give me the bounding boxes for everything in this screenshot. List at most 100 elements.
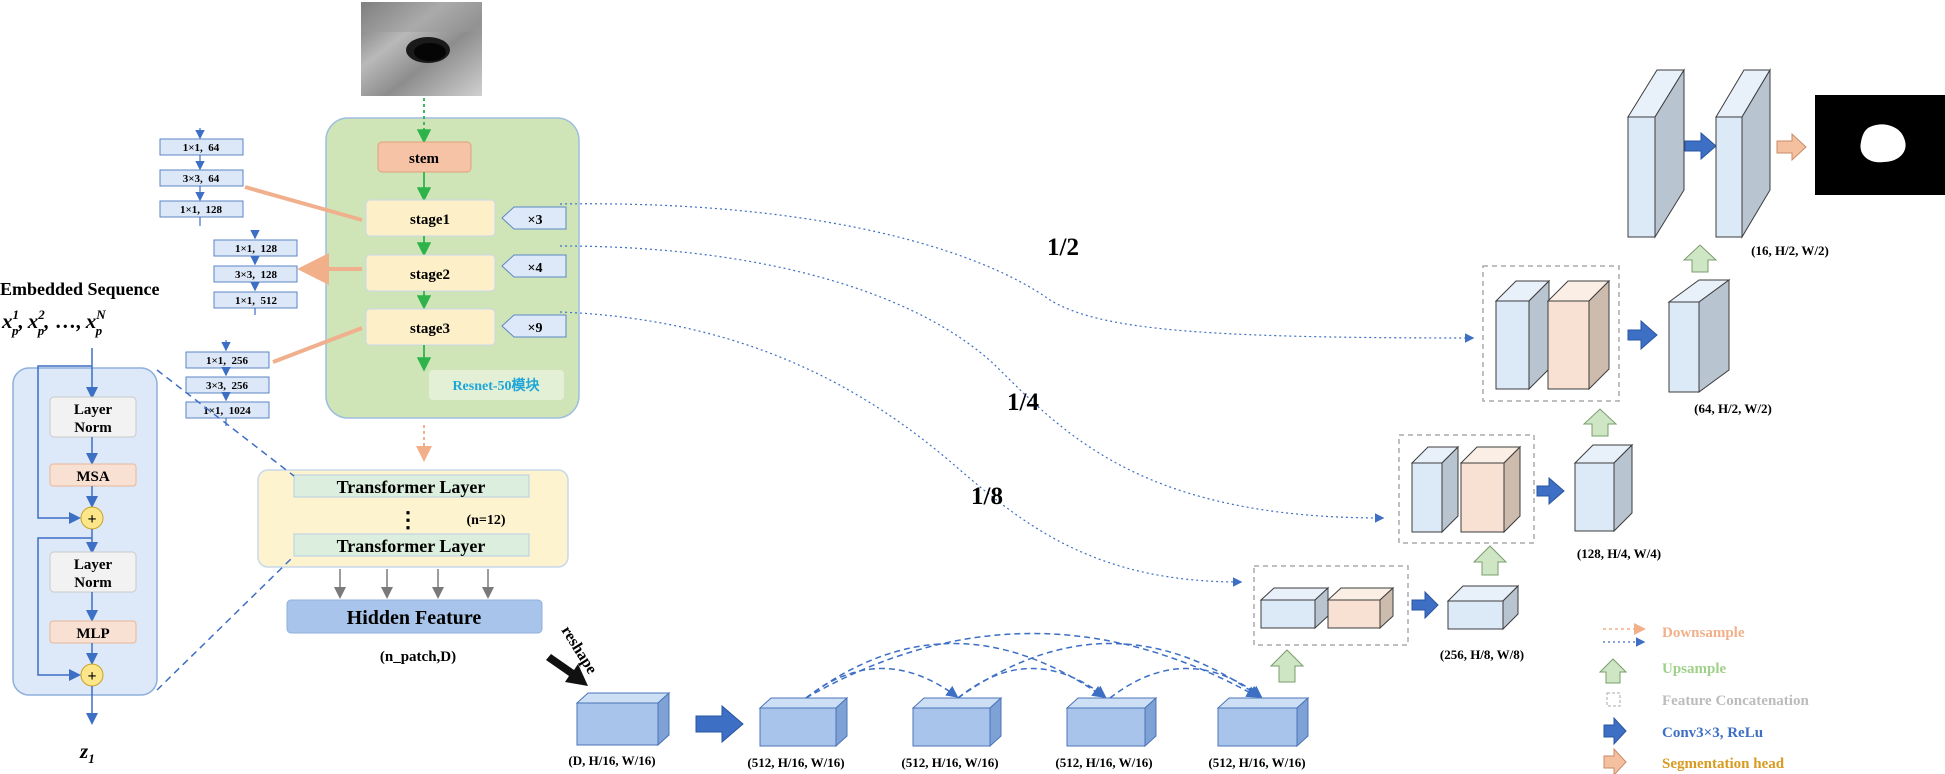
bottom-block-2 — [911, 696, 1003, 748]
conv-arrow-bottom — [695, 704, 744, 744]
bottleneck-stack-3: 1×1, 256 3×3, 256 1×1, 1024 — [185, 340, 270, 426]
segmentation-head-arrow — [1776, 132, 1807, 162]
svg-text:Layer: Layer — [74, 557, 113, 573]
bottom-block-2-dims: (512, H/16, W/16) — [901, 755, 998, 770]
resnet-block: stem stage1 stage2 stage3 ×3 ×4 ×9 Resne… — [325, 98, 580, 419]
svg-text:Layer: Layer — [74, 402, 113, 418]
feature-h2-64 — [1667, 279, 1731, 393]
upsample-arrow-3 — [1582, 408, 1618, 437]
svg-text:MLP: MLP — [76, 626, 109, 642]
svg-text:MSA: MSA — [76, 469, 110, 485]
bottom-block-0-dims: (D, H/16, W/16) — [568, 753, 655, 768]
legend-conv-icon — [1603, 716, 1627, 746]
stage3-label: stage3 — [410, 321, 450, 337]
svg-text:1×1, 128: 1×1, 128 — [180, 204, 223, 216]
repeat-tag-2: ×4 — [501, 254, 567, 278]
bottom-dense-connections — [805, 632, 1263, 699]
stage3-bottleneck-connector — [272, 326, 363, 364]
svg-text:1×1, 64: 1×1, 64 — [183, 142, 220, 154]
feature-h2-16-b — [1715, 68, 1771, 239]
stage3-block — [365, 308, 496, 346]
bottom-block-0 — [575, 691, 671, 747]
legend-conv: Conv3×3, ReLu — [1662, 725, 1763, 741]
transformer-layer-top — [293, 474, 530, 498]
svg-text:3×3, 128: 3×3, 128 — [235, 269, 278, 281]
legend-seg: Segmentation head — [1662, 756, 1785, 772]
concat-box-h2 — [1482, 265, 1620, 402]
feature-h8 — [1446, 584, 1520, 631]
concat-box-h8 — [1253, 565, 1409, 646]
transformer-count: (n=12) — [466, 513, 505, 528]
stage2-block — [365, 254, 496, 292]
bottom-block-4-dims: (512, H/16, W/16) — [1208, 755, 1305, 770]
mlp-block — [49, 620, 137, 644]
svg-text:×9: ×9 — [528, 321, 543, 336]
feature-h2-64-dims: (64, H/2, W/2) — [1694, 401, 1772, 416]
svg-text:x1p,x2p,…,xNp: x1p,x2p,…,xNp — [1, 307, 106, 338]
legend-concat: Feature Concatenation — [1662, 693, 1809, 709]
bottom-block-3-dims: (512, H/16, W/16) — [1055, 755, 1152, 770]
legend-concat-icon — [1606, 692, 1621, 707]
scale-half-label: 1/2 — [1047, 234, 1079, 261]
msa-block — [49, 463, 137, 487]
legend-upsample: Upsample — [1662, 661, 1727, 677]
feature-h8-dims: (256, H/8, W/8) — [1440, 647, 1524, 662]
svg-text:1×1, 128: 1×1, 128 — [235, 243, 278, 255]
legend: Downsample Upsample Feature Concatenatio… — [1598, 623, 1809, 774]
skip-connections — [559, 203, 1475, 587]
hidden-feature-label: Hidden Feature — [347, 607, 482, 629]
svg-text:+: + — [87, 511, 96, 528]
segmentation-output-mask — [1815, 95, 1945, 195]
svg-text:1×1, 512: 1×1, 512 — [235, 295, 278, 307]
encoder-output-label: z1 — [79, 739, 95, 766]
feature-h2-16-a — [1627, 68, 1685, 239]
legend-downsample: Downsample — [1662, 625, 1745, 641]
feature-h4 — [1573, 443, 1634, 533]
upsample-arrow-2 — [1472, 545, 1508, 576]
bottom-block-1 — [758, 696, 849, 748]
concat-box-h4 — [1398, 434, 1535, 544]
resnet-label: Resnet-50模块 — [452, 377, 540, 394]
scale-eighth-label: 1/8 — [971, 483, 1003, 510]
transformer-block: Transformer Layer ⋮ (n=12) Transformer L… — [257, 469, 569, 568]
embedded-sequence-title: Embedded Sequence — [0, 279, 160, 299]
hidden-feature-block — [286, 599, 543, 634]
svg-text:3×3, 256: 3×3, 256 — [206, 380, 249, 392]
hidden-feature-dims: (n_patch,D) — [380, 649, 456, 665]
bottleneck-stack-1: 1×1, 64 3×3, 64 1×1, 128 — [159, 128, 244, 226]
stage1-label: stage1 — [410, 212, 450, 228]
transformer-layer-bottom-label: Transformer Layer — [337, 536, 486, 556]
bottom-block-3 — [1065, 696, 1158, 748]
repeat-tag-3: ×9 — [501, 314, 567, 338]
transformer-output-arrows — [334, 569, 494, 599]
svg-text:Norm: Norm — [74, 575, 112, 591]
encoder-layer-detail: Layer Norm MSA + Layer Norm MLP + — [12, 348, 158, 725]
stage1-block — [365, 199, 496, 237]
conv-arrow-h2-16 — [1684, 131, 1717, 161]
svg-text:×3: ×3 — [528, 213, 543, 228]
svg-text:3×3, 64: 3×3, 64 — [183, 173, 220, 185]
conv-arrow-h8 — [1411, 590, 1439, 620]
svg-text:1×1, 1024: 1×1, 1024 — [203, 405, 251, 417]
bottleneck-stack-2: 1×1, 128 3×3, 128 1×1, 512 — [213, 229, 298, 315]
transformer-ellipsis: ⋮ — [397, 507, 419, 532]
stem-label: stem — [409, 151, 439, 167]
upsample-arrow-1 — [1269, 649, 1305, 683]
bottom-block-1-dims: (512, H/16, W/16) — [747, 755, 844, 770]
bottom-block-4 — [1216, 696, 1310, 748]
upsample-arrow-4 — [1682, 244, 1718, 273]
feature-h4-dims: (128, H/4, W/4) — [1577, 546, 1661, 561]
svg-text:+: + — [87, 668, 96, 685]
transformer-layer-top-label: Transformer Layer — [337, 477, 486, 497]
transformer-layer-bottom — [293, 533, 530, 557]
svg-text:×4: ×4 — [528, 261, 543, 276]
conv-arrow-h2 — [1627, 319, 1658, 351]
feature-h2-16-dims: (16, H/2, W/2) — [1751, 243, 1829, 258]
repeat-tag-1: ×3 — [501, 206, 567, 230]
svg-text:1×1, 256: 1×1, 256 — [206, 355, 249, 367]
scale-quarter-label: 1/4 — [1007, 389, 1039, 416]
reshape-arrow — [546, 654, 588, 686]
stage2-label: stage2 — [410, 267, 450, 283]
